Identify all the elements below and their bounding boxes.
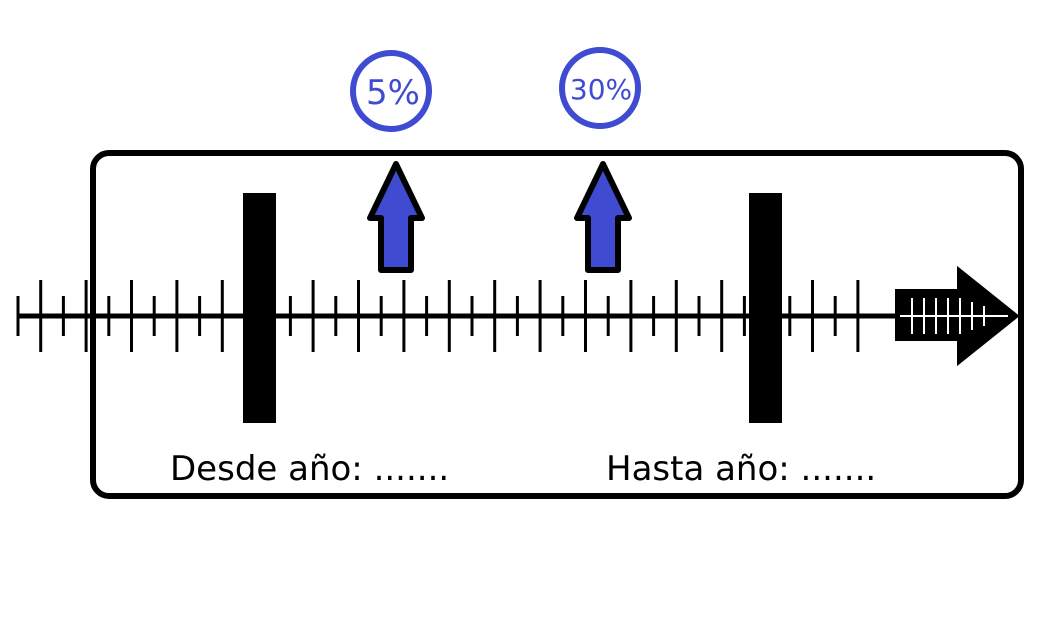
range-from-label: Desde año: ....... bbox=[170, 449, 449, 489]
range-end-bar bbox=[749, 193, 782, 423]
up-arrow-icon bbox=[574, 161, 632, 273]
up-arrow-icon bbox=[367, 161, 425, 273]
marker-label: 5% bbox=[366, 73, 420, 113]
marker-badge-30: 30% bbox=[559, 47, 641, 129]
marker-label: 30% bbox=[570, 73, 632, 106]
right-arrow-icon bbox=[895, 265, 1020, 367]
range-to-label: Hasta año: ....... bbox=[606, 449, 876, 489]
range-start-bar bbox=[243, 193, 276, 423]
timeline-frame bbox=[90, 150, 1024, 499]
marker-badge-5: 5% bbox=[350, 50, 432, 132]
